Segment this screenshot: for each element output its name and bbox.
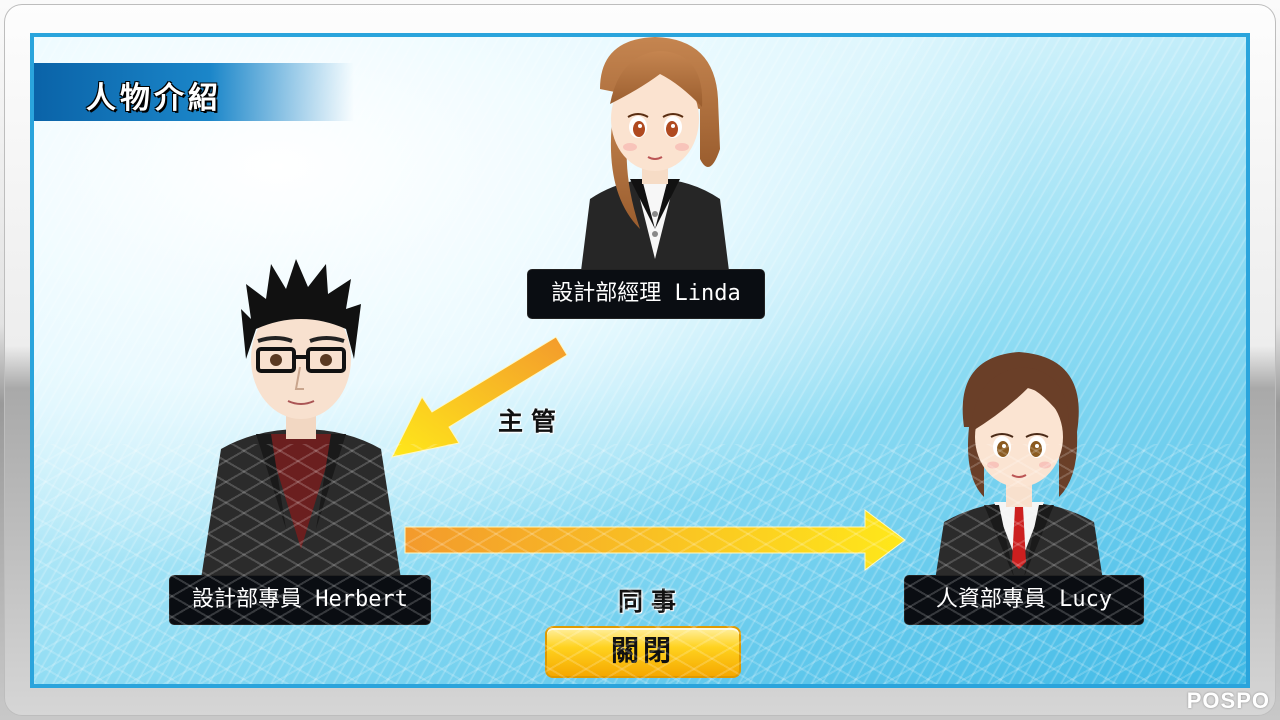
watermark-logo: POSPO (1186, 688, 1270, 713)
close-button[interactable]: 關閉 (545, 626, 741, 678)
panel-title: 人物介紹 (86, 81, 222, 116)
supervisor-arrow (391, 336, 568, 458)
lucy-portrait (934, 352, 1104, 587)
colleague-arrow (404, 509, 906, 571)
title-bar: 人物介紹 (34, 63, 354, 121)
supervisor-relation-label: 主管 (498, 407, 565, 436)
linda-portrait (580, 37, 730, 279)
colleague-relation-label: 同事 (618, 587, 685, 616)
linda-name-label: 設計部經理 Linda (528, 270, 764, 318)
character-intro-panel: 人物介紹 設計部經理 Linda (30, 33, 1250, 688)
lucy-name-label: 人資部專員 Lucy (905, 576, 1143, 624)
herbert-portrait (201, 259, 401, 579)
herbert-name-label: 設計部專員 Herbert (170, 576, 430, 624)
